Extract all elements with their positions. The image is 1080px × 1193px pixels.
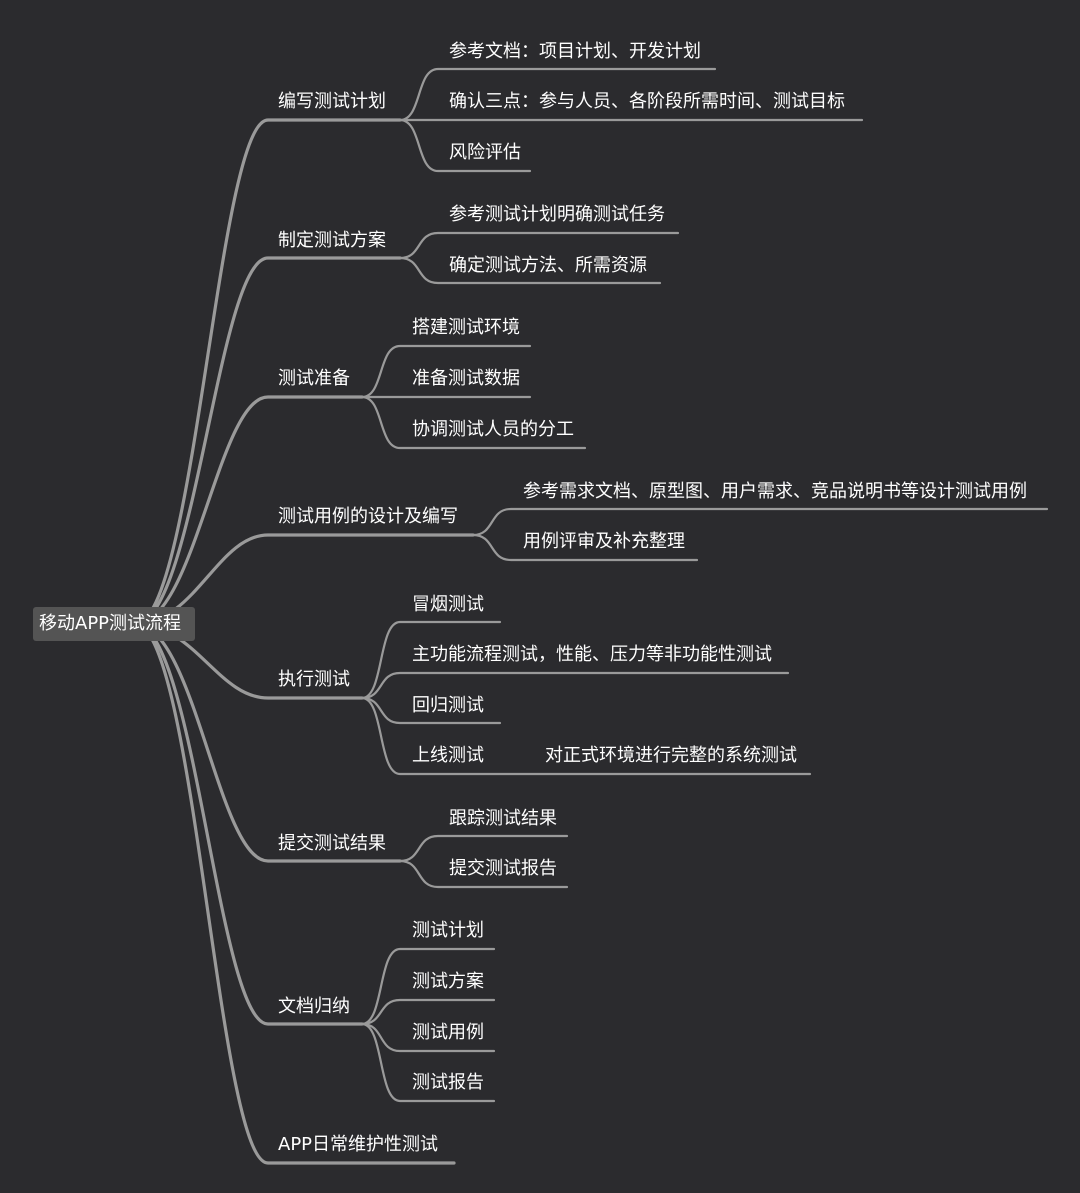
leaf-connector	[398, 859, 569, 889]
leaf-label[interactable]: 跟踪测试结果	[449, 808, 557, 829]
leaf-label[interactable]: 提交测试报告	[449, 858, 557, 879]
branch-label[interactable]: 执行测试	[278, 669, 350, 690]
leaf-label[interactable]: 冒烟测试	[412, 594, 484, 615]
leaf-label[interactable]: 测试方案	[412, 971, 484, 992]
leaf-connector	[360, 1022, 496, 1053]
leaf-label[interactable]: 测试用例	[412, 1022, 484, 1043]
leaf-connector	[360, 696, 812, 776]
branch-connector	[133, 118, 402, 626]
leaf-label[interactable]: 准备测试数据	[412, 368, 520, 389]
branch-label[interactable]: APP日常维护性测试	[278, 1134, 439, 1155]
leaf-connector	[360, 998, 496, 1026]
leaf-label[interactable]: 参考需求文档、原型图、用户需求、竞品说明书等设计测试用例	[523, 481, 1027, 502]
leaf-connector	[471, 533, 699, 562]
branch-label[interactable]: 测试用例的设计及编写	[278, 506, 458, 527]
leaf-connector	[360, 1022, 496, 1103]
leaf-label[interactable]: 主功能流程测试，性能、压力等非功能性测试	[412, 644, 772, 665]
leaf-connector	[398, 67, 717, 122]
leaf-connector	[398, 231, 680, 260]
leaf-label[interactable]: 用例评审及补充整理	[523, 531, 685, 552]
leaf-label[interactable]: 上线测试	[412, 745, 484, 766]
leaf-connector	[360, 620, 502, 700]
root-node[interactable]	[33, 607, 195, 641]
leaf-connector	[360, 947, 496, 1026]
note-label[interactable]: 对正式环境进行完整的系统测试	[545, 745, 797, 766]
branch-label[interactable]: 测试准备	[278, 368, 350, 389]
leaf-connector	[398, 834, 569, 863]
leaf-label[interactable]: 确定测试方法、所需资源	[449, 255, 647, 276]
branch-connector	[133, 622, 364, 1026]
leaf-label[interactable]: 测试计划	[412, 920, 484, 941]
leaf-connector	[360, 671, 790, 700]
leaf-label[interactable]: 风险评估	[449, 142, 521, 163]
root-label: 移动APP测试流程	[39, 613, 182, 634]
branch-connector	[133, 256, 402, 626]
branch-label[interactable]: 提交测试结果	[278, 833, 386, 854]
leaf-label[interactable]: 参考文档：项目计划、开发计划	[449, 41, 701, 62]
branch-connector	[133, 622, 402, 863]
branch-connector	[133, 622, 456, 1165]
branch-label[interactable]: 编写测试计划	[278, 91, 386, 112]
leaf-connector	[471, 507, 1049, 537]
leaf-label[interactable]: 测试报告	[412, 1072, 484, 1093]
leaf-connector	[360, 395, 587, 450]
leaf-label[interactable]: 确认三点：参与人员、各阶段所需时间、测试目标	[449, 91, 845, 112]
branch-label[interactable]: 文档归纳	[278, 996, 350, 1017]
leaf-label[interactable]: 协调测试人员的分工	[412, 419, 574, 440]
leaf-label[interactable]: 搭建测试环境	[412, 317, 520, 338]
leaf-label[interactable]: 参考测试计划明确测试任务	[449, 204, 665, 225]
leaf-connector	[398, 256, 662, 285]
leaf-connector	[360, 344, 532, 399]
leaf-connector	[398, 118, 532, 173]
leaf-label[interactable]: 回归测试	[412, 695, 484, 716]
branch-label[interactable]: 制定测试方案	[278, 230, 386, 251]
leaf-connector	[360, 696, 502, 725]
